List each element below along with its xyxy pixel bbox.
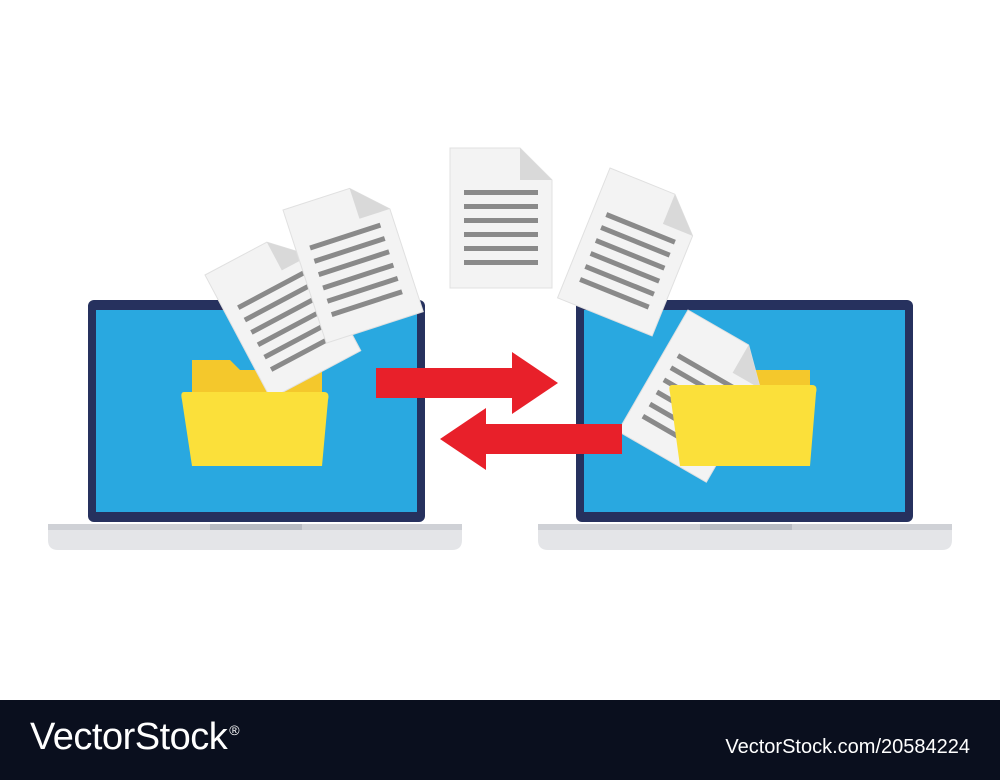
- brand-name: VectorStock: [30, 716, 228, 758]
- folder-icon: [181, 392, 329, 466]
- document-icon: [449, 147, 553, 289]
- folder-icon: [669, 385, 817, 466]
- arrow-left-icon: [440, 408, 622, 470]
- image-reference: VectorStock.com/20584224: [725, 736, 970, 758]
- trademark-symbol: ®: [229, 722, 240, 739]
- file-transfer-illustration: [48, 147, 952, 550]
- arrow-right-icon: [376, 352, 558, 414]
- watermark-footer: VectorStock® VectorStock.com/20584224: [0, 700, 1000, 780]
- brand-logo: VectorStock®: [30, 716, 240, 759]
